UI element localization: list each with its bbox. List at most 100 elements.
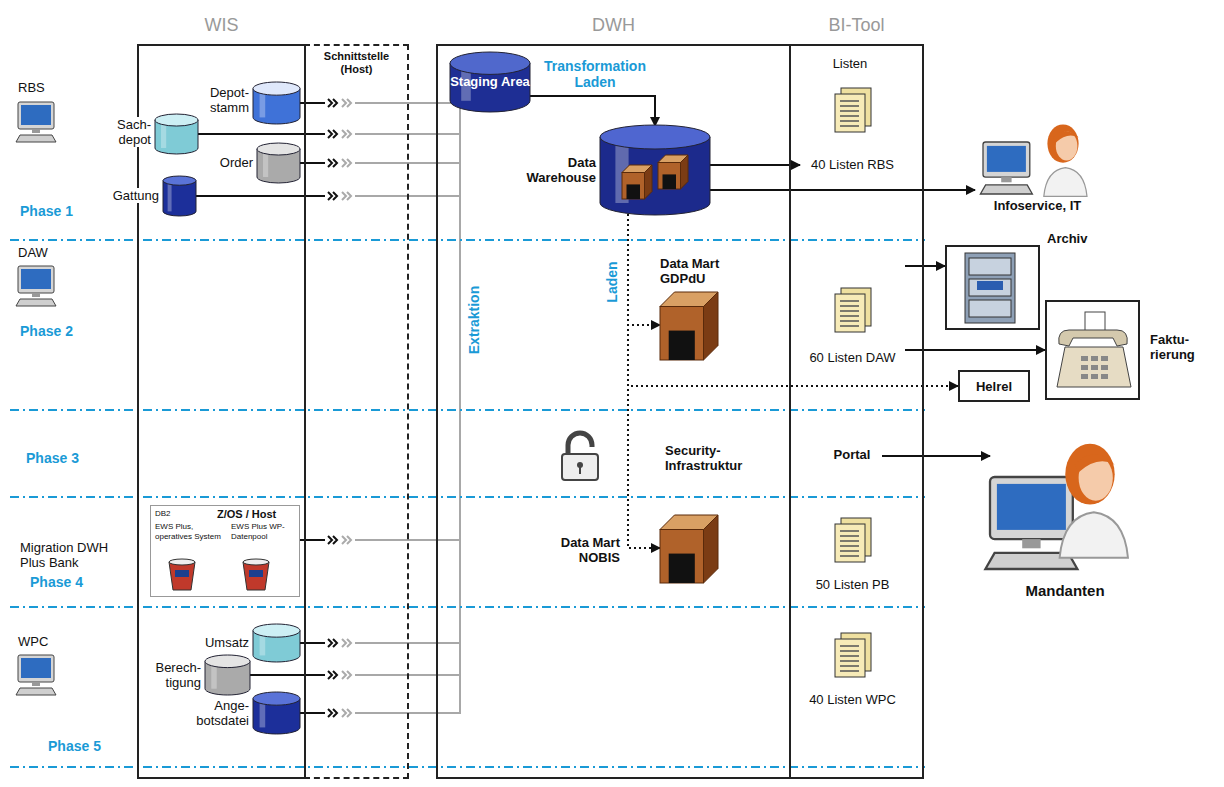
list-lines [840,101,859,126]
node-label: Order [205,155,253,170]
cylinder-top [163,176,196,185]
node-shape [660,515,718,583]
database-cylinder: Sach- depot [155,114,198,154]
client-pc: RBS [14,102,64,142]
free-label: Phase 3 [26,450,106,466]
target-box: Helrel [958,370,1030,402]
node-label: 60 Listen DAW [800,350,905,365]
stand [32,129,40,133]
monitor [18,655,54,682]
node-shape [14,102,64,142]
cube-opening [669,331,695,360]
node-label: RBS [18,80,78,95]
screen [21,105,51,125]
phone-body [1057,347,1131,387]
person-body [1060,512,1128,558]
node-shape [990,432,1140,602]
free-label: Migration DWH Plus Bank [20,540,136,570]
keyboard [16,299,56,306]
node-shape [14,655,64,695]
free-label: Listen [810,56,890,71]
person-hair [1065,444,1114,505]
free-label: Extraktion [466,260,482,380]
cube-opening [663,174,677,189]
cylinder-top [253,624,300,637]
node-label: Schnittstelle (Host) [309,50,404,76]
cube-front [660,307,704,361]
monitor [990,477,1073,539]
interface-column: Schnittstelle (Host) [305,45,408,778]
cylinder-top [257,143,300,155]
computer-icon [16,266,56,306]
node-shape [257,143,300,183]
bi-column: 40 Listen RBS 60 Listen DAW Portal 50 Liste… [790,45,923,778]
list-sheet [835,639,865,677]
flow-arrow [300,109,460,163]
node-label: Portal [822,447,882,462]
node-label: Faktu- rierung [1150,332,1212,362]
bucket [243,562,269,590]
phase-separator [10,240,925,767]
staging-cylinder: Staging Area [450,52,530,112]
report-list: 40 Listen RBS [800,85,905,177]
node-shape [305,45,408,778]
node-shape [660,292,718,360]
computer-icon [980,142,1032,194]
user-workstation: Infoservice, IT [975,118,1100,218]
cylinder-body [163,181,196,216]
client-pc: DAW [14,266,64,306]
drawer [969,279,1011,296]
flow-arrow [196,109,460,196]
node-label: BI-Tool [790,15,923,35]
bucket-top [243,559,269,565]
warehouse-cylinder: Data Warehouse [600,125,710,215]
bucket-top [169,559,195,565]
cube-opening [627,184,641,199]
free-label: Phase 5 [48,738,128,754]
node-label: 50 Listen PB [800,577,905,592]
cylinder-top [205,655,250,668]
free-label: Security- Infrastruktur [665,443,760,473]
node-shape [253,624,300,662]
host-box: DB2Z/OS / HostEWS Plus, operatives Syste… [150,505,300,597]
node-label: Berech- tigung [147,660,201,690]
database-cylinder: Gattung [163,176,196,216]
screen [21,269,51,289]
flow-arrow [905,349,1045,351]
billing-box: Faktu- rierung [1045,300,1140,400]
node-shape [155,114,198,154]
cube-opening [669,554,695,583]
stand [32,682,40,686]
database-cylinder: Order [257,143,300,183]
cylinder-top [253,82,300,95]
node-label: Data Mart NOBIS [540,535,620,565]
report-list: 60 Listen DAW [800,258,905,368]
node-label: Ange- botsdatei [183,698,249,728]
cylinder-top [450,52,530,74]
screen [21,658,51,678]
cylinder-top [155,114,198,126]
cube-side [704,515,719,583]
computer-icon [16,102,56,142]
data-mart-cube: Data Mart GDPdU [660,292,718,360]
node-label: DB2 [155,509,185,519]
free-label: Phase 4 [30,574,110,590]
drawer [969,258,1011,275]
node-label: 40 Listen RBS [800,157,905,172]
flow-arrow [628,214,660,325]
node-label: EWS Plus WP-Datenpool [231,522,297,542]
client-pc: WPC [14,655,64,695]
drawer [969,300,1011,317]
node-label: Staging Area [450,74,530,89]
cylinder-highlight [168,181,172,212]
list-sheet [835,294,865,332]
cube-front [658,163,681,190]
flow-arrow [710,164,800,166]
flow-arrow [300,109,460,540]
node-label: Mandanten [990,582,1140,600]
cylinder-top [600,125,710,149]
person-icon [1060,444,1128,558]
keyboard [16,688,56,695]
node-label: Umsatz [191,635,249,650]
bucket-label [249,570,263,577]
